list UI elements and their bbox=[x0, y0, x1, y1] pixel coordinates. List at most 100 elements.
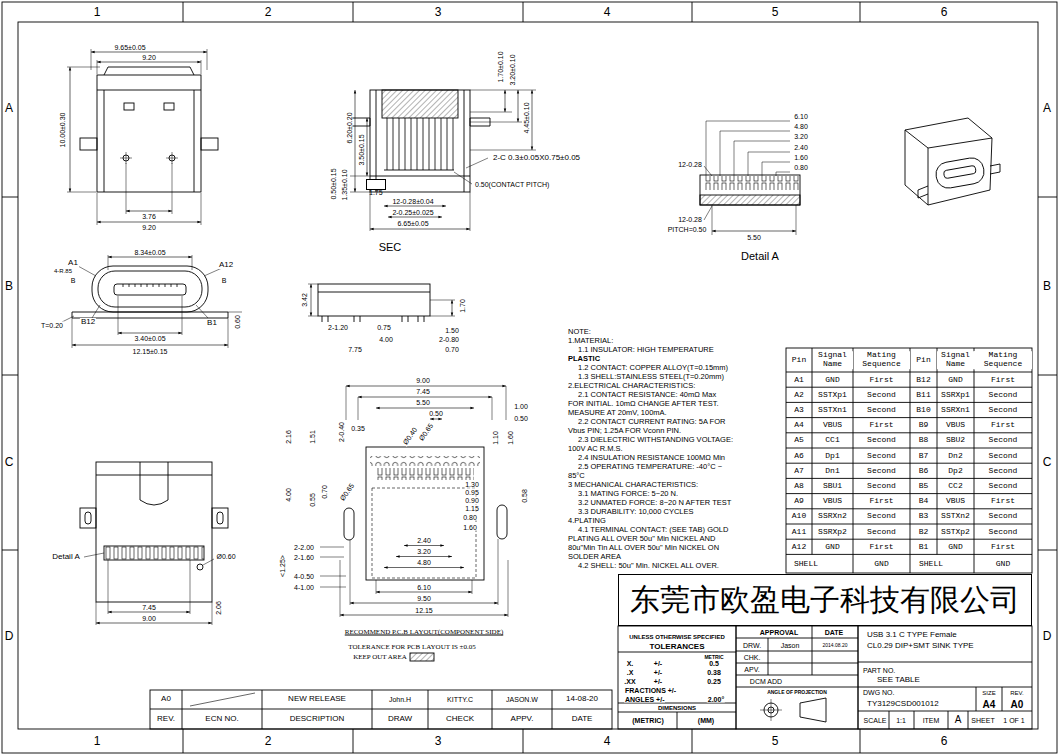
drawing-label: 12-0.28±0.04 bbox=[391, 198, 434, 205]
drawing-label: 2-2.00 bbox=[293, 544, 315, 551]
drawing-label: First bbox=[868, 497, 894, 505]
drawing-label: 1.70 bbox=[459, 298, 466, 314]
top-view bbox=[97, 222, 201, 223]
bottom-view bbox=[96, 475, 212, 476]
drawing-label: 0.38 bbox=[706, 669, 722, 676]
detail-view bbox=[704, 121, 796, 235]
drawing-label: 2014.08.20 bbox=[821, 643, 848, 648]
drawing-label: Second bbox=[866, 391, 897, 399]
drawing-label: Second bbox=[866, 482, 897, 490]
drawing-label: 12-0.28 bbox=[677, 161, 703, 168]
drawing-label: D bbox=[4, 630, 15, 642]
drawing-label: 3.2 UNMATED FORCE: 8~20 N AFTER TEST bbox=[577, 499, 732, 507]
side-view bbox=[311, 284, 452, 316]
basic-dimension-box: 1.75 bbox=[366, 179, 386, 190]
drawing-label: 6 bbox=[940, 6, 949, 18]
drawing-label: 0.75 bbox=[376, 324, 392, 331]
drawing-label: 5 bbox=[771, 735, 780, 747]
drawing-label: 14-08-20 bbox=[565, 695, 599, 703]
front-view bbox=[118, 284, 182, 287]
drawing-label: KEEP OUT AREA bbox=[352, 654, 408, 661]
drawing-label: A1 bbox=[67, 259, 79, 267]
pcb-layout bbox=[384, 567, 464, 568]
bottom-view bbox=[80, 508, 96, 528]
drawing-label: First bbox=[990, 497, 1016, 505]
drawing-label: 3.76 bbox=[141, 213, 157, 220]
drawing-label: SIZE bbox=[981, 690, 996, 696]
drawing-label: (METRIC) bbox=[631, 717, 665, 724]
drawing-label: 0.50 bbox=[428, 410, 444, 417]
connector-3d-view bbox=[943, 165, 976, 178]
drawing-label: .X bbox=[626, 669, 635, 676]
drawing-label: GND bbox=[947, 543, 963, 551]
drawing-label: 0.80 bbox=[793, 164, 809, 171]
company-name-box: 东莞市欧盈电子科技有限公司 bbox=[618, 574, 1032, 626]
drawing-label: 6 bbox=[940, 735, 949, 747]
drawing-label: A bbox=[4, 102, 14, 114]
drawing-label: 2-1.60 bbox=[293, 554, 315, 561]
drawing-label: SCALE bbox=[863, 717, 888, 724]
drawing-label: A10 bbox=[791, 512, 807, 520]
drawing-label: 1.1 INSULATOR: HIGH TEMPERATURE bbox=[577, 346, 715, 354]
sheet-frame bbox=[18, 22, 1038, 729]
drawing-label: 0.80 bbox=[462, 514, 478, 521]
drawing-label: NEW RELEASE bbox=[287, 695, 347, 703]
drawing-label: Second bbox=[988, 452, 1019, 460]
drawing-label: 2-0.80 bbox=[438, 336, 460, 343]
drawing-label: Dn1 bbox=[824, 467, 840, 475]
drawing-label: Ø0.60 bbox=[215, 553, 236, 560]
drawing-label: (MM) bbox=[697, 717, 715, 724]
drawing-label: A4 bbox=[793, 421, 805, 429]
drawing-label: A4 bbox=[982, 700, 997, 710]
title-block bbox=[618, 652, 736, 729]
drawing-label: Second bbox=[866, 528, 897, 536]
top-view bbox=[164, 103, 174, 110]
drawing-label: T=0.20 bbox=[40, 322, 64, 329]
drawing-label: SSTXn1 bbox=[817, 406, 848, 414]
drawing-label: Second bbox=[988, 512, 1019, 520]
drawing-label: First bbox=[990, 421, 1016, 429]
drawing-label: 4.45±0.10 bbox=[523, 101, 530, 134]
connector-3d-view bbox=[934, 156, 986, 190]
detail-view bbox=[700, 195, 800, 205]
front-view bbox=[118, 333, 182, 334]
bottom-view bbox=[212, 508, 228, 528]
top-view bbox=[201, 138, 218, 150]
front-view bbox=[114, 284, 186, 295]
drawing-label: SOLDER AREA bbox=[567, 553, 622, 561]
side-view bbox=[308, 284, 455, 316]
detail-view bbox=[712, 231, 796, 232]
bottom-view bbox=[217, 512, 223, 524]
drawing-label: SBU2 bbox=[945, 436, 966, 444]
drawing-label: 0.70 bbox=[444, 346, 460, 353]
pcb-layout bbox=[320, 386, 508, 661]
drawing-label: 2.4 INSULATION RESISTANCE 100MΩ Min bbox=[577, 454, 726, 462]
drawing-label: 0.60 bbox=[234, 314, 241, 330]
drawing-label: SSRXp1 bbox=[940, 391, 971, 399]
drawing-label: 2.00° bbox=[707, 696, 725, 703]
drawing-label: 0.35 bbox=[350, 425, 366, 432]
drawing-label: 6.20±0.20 bbox=[346, 111, 353, 144]
drawing-label: SHEET bbox=[970, 717, 995, 724]
drawing-label: 1.15 bbox=[464, 505, 480, 512]
drawing-label: 2-0.40 bbox=[338, 421, 345, 443]
drawing-label: C bbox=[4, 456, 15, 468]
drawing-label: B11 bbox=[915, 391, 931, 399]
drawing-label: 9.50 bbox=[416, 595, 432, 602]
section-view bbox=[370, 229, 470, 230]
pcb-layout bbox=[376, 408, 474, 409]
pcb-layout bbox=[497, 505, 507, 539]
section-view bbox=[350, 118, 490, 126]
drawing-label: 3 MECHANICAL CHARACTERISTICS: bbox=[567, 481, 699, 489]
drawing-label: 9.20 bbox=[141, 224, 157, 231]
drawing-label: 2.1 CONTACT RESISTANCE: 40mΩ Max bbox=[577, 391, 717, 399]
drawing-label: 9.20 bbox=[141, 54, 157, 61]
section-view bbox=[384, 118, 454, 170]
drawing-label: CC2 bbox=[947, 482, 963, 490]
front-view bbox=[98, 271, 202, 307]
drawing-label: RECOMMEND P.C.B LAYOUT(COMPONENT SIDE) bbox=[344, 629, 505, 636]
drawing-label: Pin bbox=[915, 356, 931, 364]
bottom-view bbox=[96, 623, 212, 624]
drawing-label: DCM ADD bbox=[749, 678, 783, 685]
